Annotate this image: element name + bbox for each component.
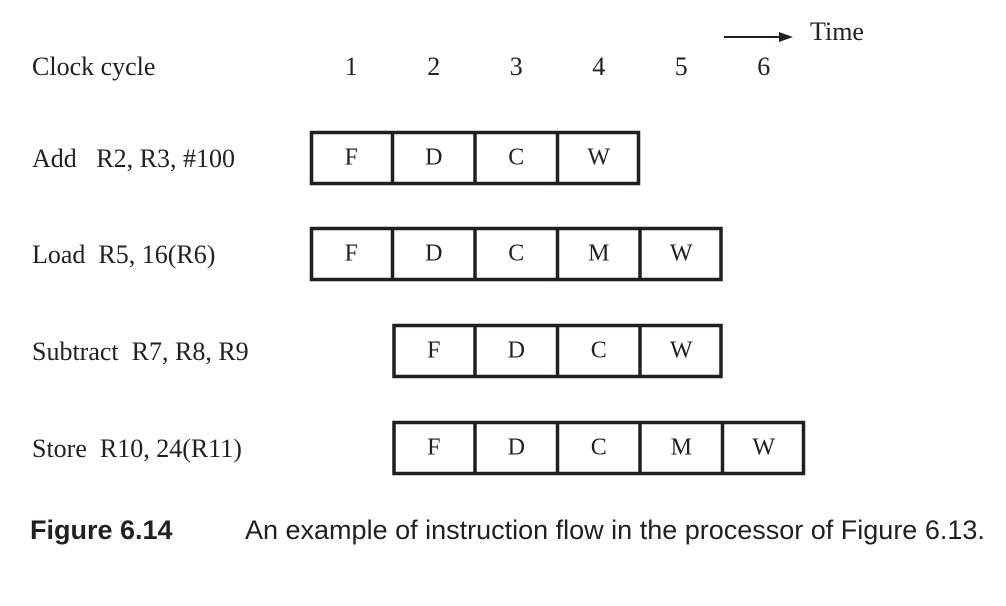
pipeline-stage: F xyxy=(427,338,440,364)
cycle-number: 2 xyxy=(427,52,440,81)
instruction-label: Load R5, 16(R6) xyxy=(32,240,215,269)
cycle-number: 5 xyxy=(675,52,688,81)
pipeline-stage: F xyxy=(345,145,358,171)
figure-caption-text: An example of instruction flow in the pr… xyxy=(245,515,985,545)
pipeline-stage: D xyxy=(425,241,442,267)
figure-number: Figure 6.14 xyxy=(30,515,173,545)
pipeline-stage: F xyxy=(427,435,440,461)
time-arrow-head xyxy=(779,32,793,42)
instruction-row: Subtract R7, R8, R9 F D C W xyxy=(32,323,723,379)
pipeline-stage: W xyxy=(670,338,693,364)
pipeline-box-outline xyxy=(392,420,806,476)
pipeline-stage: M xyxy=(671,435,692,461)
figure-caption: Figure 6.14 An example of instruction flo… xyxy=(30,515,985,546)
instruction-row: Store R10, 24(R11) F D C M W xyxy=(32,420,806,476)
cycle-number-row: 1 2 3 4 5 6 xyxy=(345,52,771,81)
cycle-number: 4 xyxy=(592,52,605,81)
pipeline-stage: D xyxy=(508,435,525,461)
pipeline-stage: M xyxy=(588,241,609,267)
instruction-label: Add R2, R3, #100 xyxy=(32,144,235,173)
pipeline-stage: C xyxy=(508,241,524,267)
pipeline-stage: F xyxy=(345,241,358,267)
pipeline-stage: W xyxy=(670,241,693,267)
pipeline-stage: C xyxy=(591,338,607,364)
instruction-label: Store R10, 24(R11) xyxy=(32,434,242,463)
clock-cycle-label: Clock cycle xyxy=(32,52,155,81)
cycle-number: 6 xyxy=(757,52,770,81)
pipeline-stage: D xyxy=(425,145,442,171)
cycle-number: 3 xyxy=(510,52,523,81)
instruction-row: Add R2, R3, #100 F D C W xyxy=(32,130,641,186)
pipeline-box-outline xyxy=(309,226,723,282)
pipeline-stage: C xyxy=(591,435,607,461)
pipeline-stage: W xyxy=(752,435,775,461)
instruction-label: Subtract R7, R8, R9 xyxy=(32,337,249,366)
pipeline-stage: W xyxy=(587,145,610,171)
instruction-row: Load R5, 16(R6) F D C M W xyxy=(32,226,723,282)
pipeline-stage: D xyxy=(508,338,525,364)
time-label: Time xyxy=(810,17,864,46)
pipeline-stage: C xyxy=(508,145,524,171)
cycle-number: 1 xyxy=(345,52,358,81)
